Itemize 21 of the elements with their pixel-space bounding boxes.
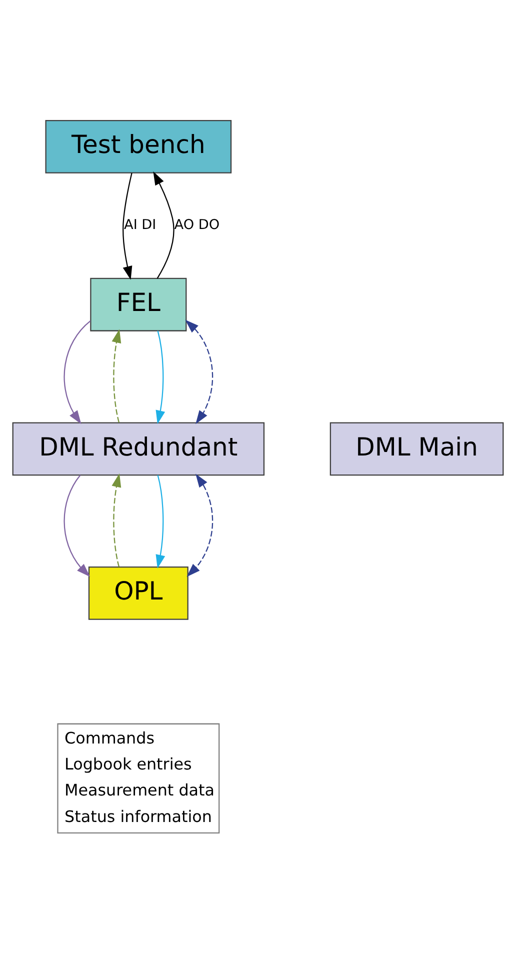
arrow (153, 171, 174, 279)
edge-label: AI DI (124, 217, 156, 234)
arrow (64, 474, 90, 577)
node-box: Test bench (45, 120, 232, 174)
legend-label: Commands (64, 728, 155, 748)
arrow (64, 320, 91, 424)
edge-label: AO DO (174, 217, 220, 234)
legend-label: Logbook entries (64, 754, 192, 774)
legend-label: Measurement data (64, 780, 214, 800)
arrow (112, 473, 122, 567)
node-box: DML Redundant (12, 422, 265, 476)
node-box: FEL (90, 278, 187, 332)
arrow (156, 330, 166, 424)
node-box: DML Main (330, 422, 504, 476)
arrow (156, 474, 166, 568)
arrow (186, 474, 214, 577)
legend-label: Status information (64, 806, 212, 826)
node-box: OPL (88, 566, 188, 620)
arrow (185, 320, 214, 424)
arrow (122, 172, 132, 280)
arrow (112, 329, 122, 423)
